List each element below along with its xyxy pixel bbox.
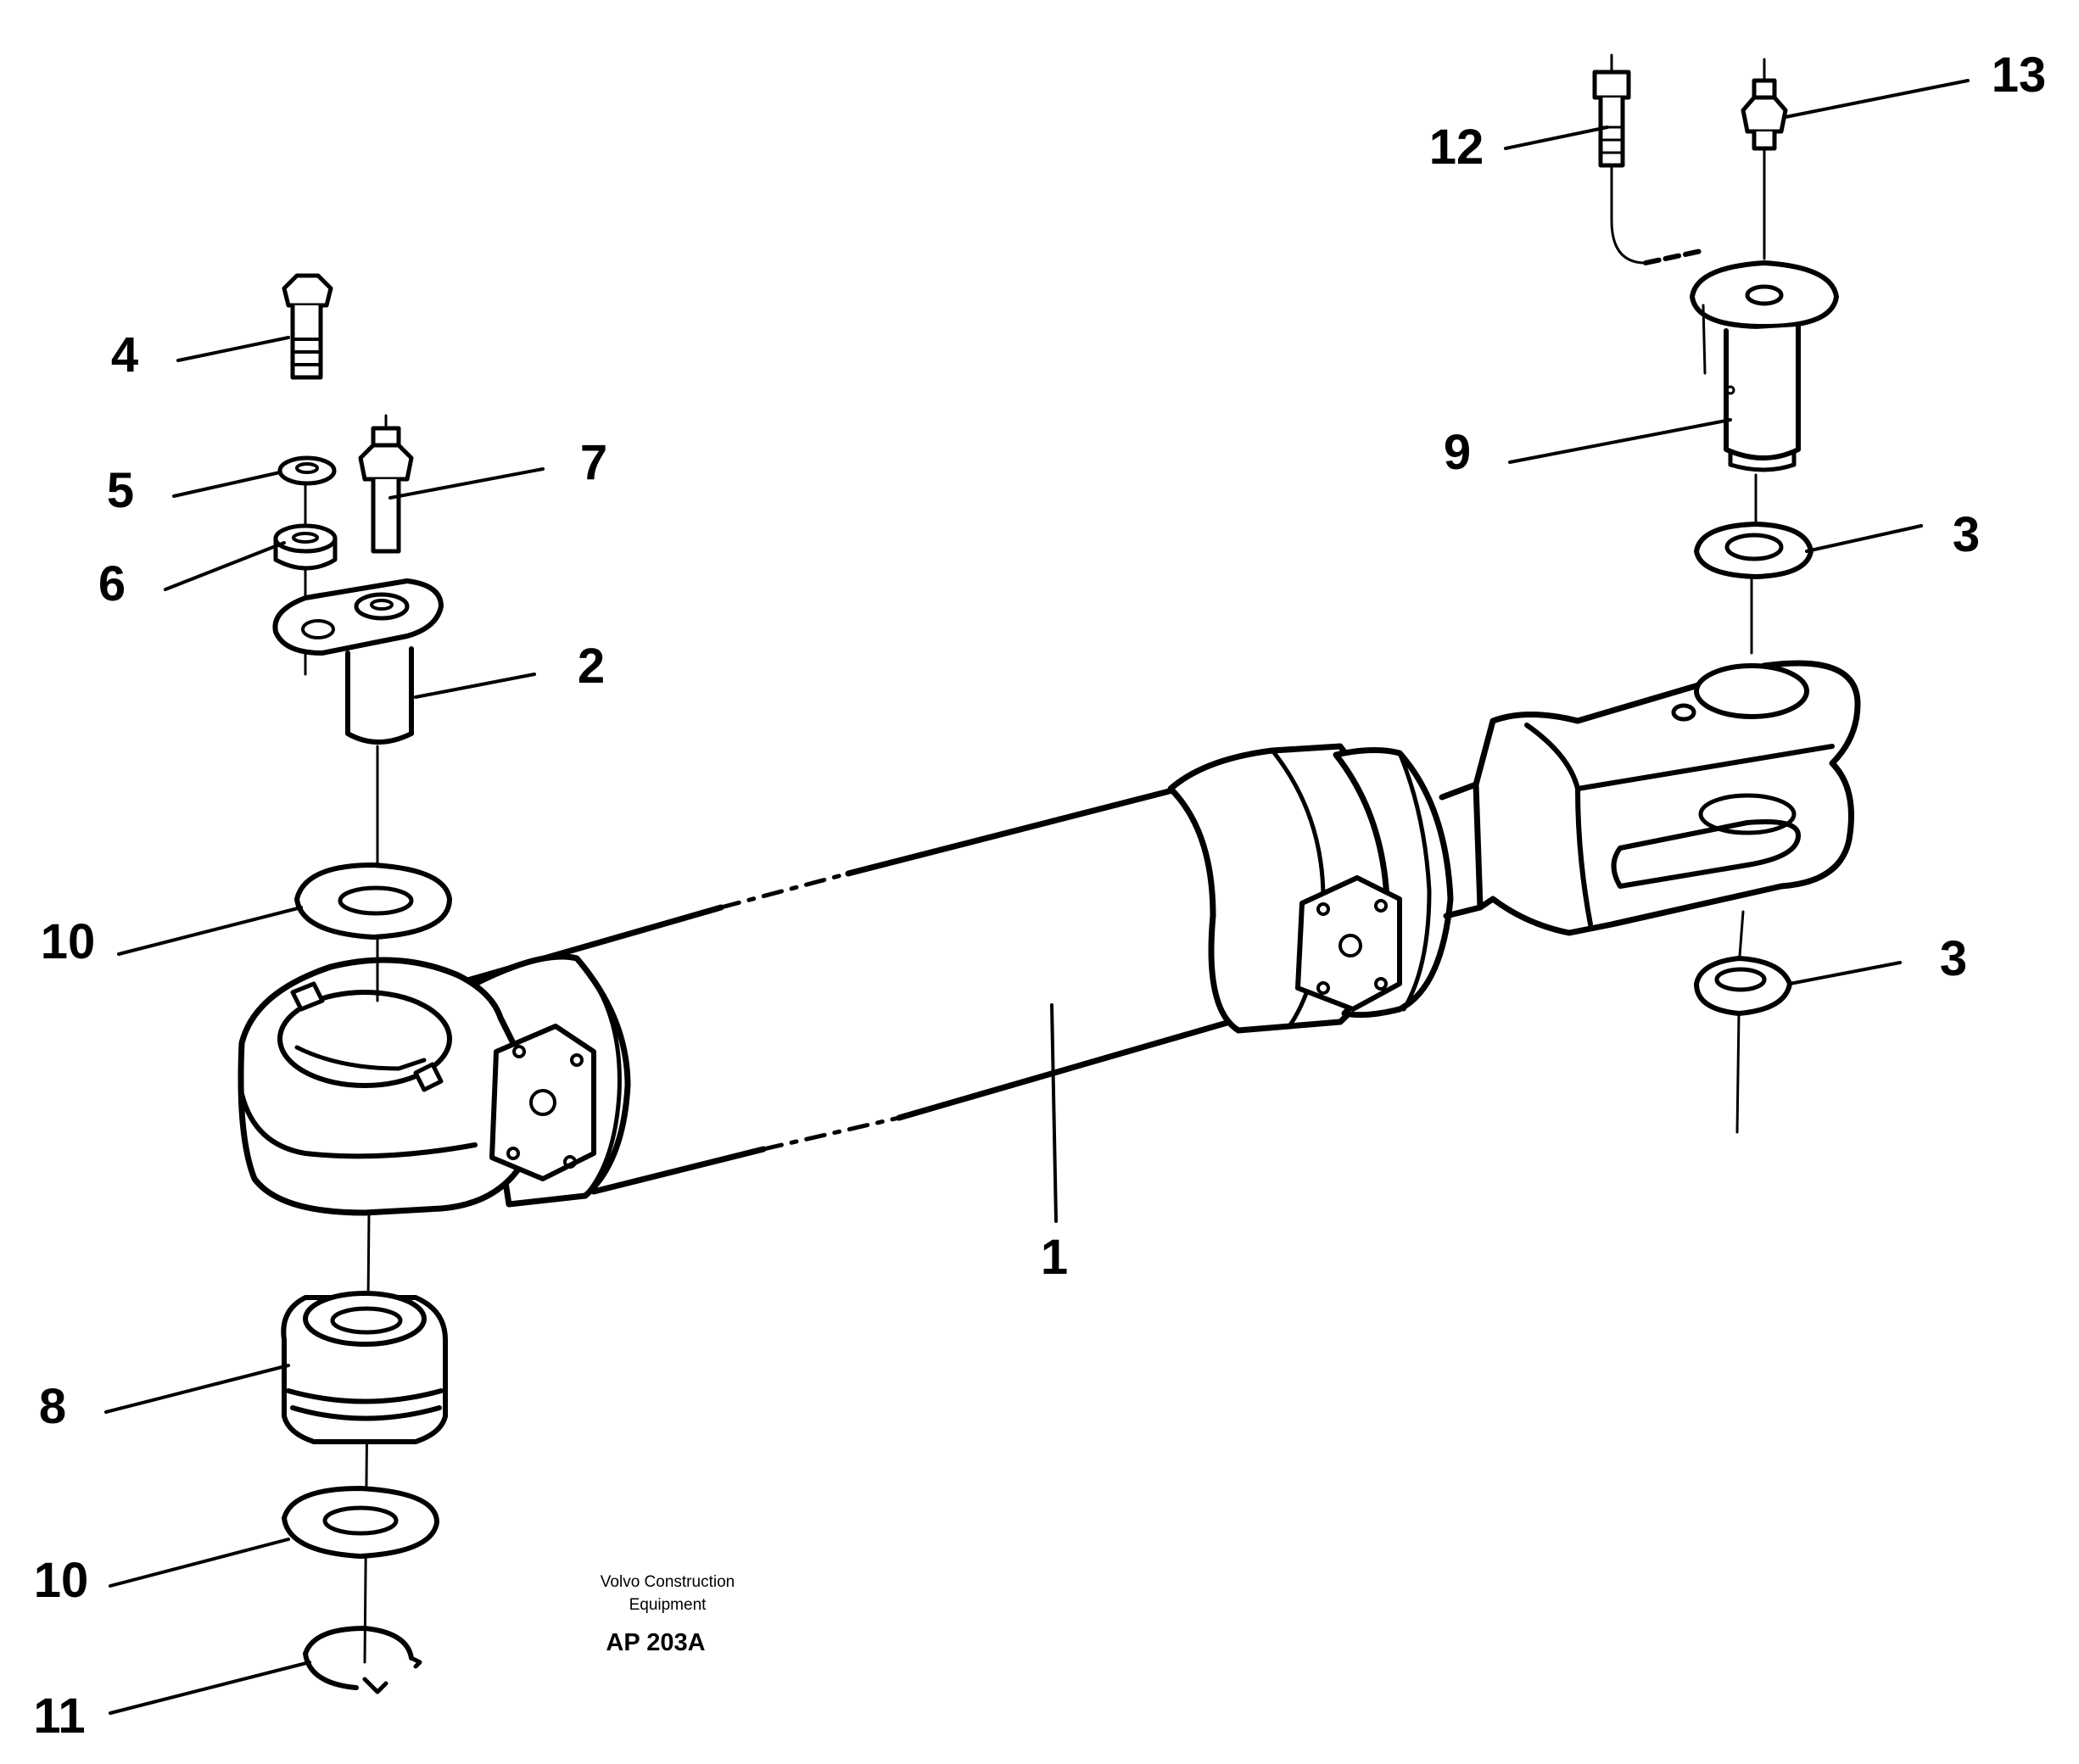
callout-3-upper: 3: [1953, 507, 1980, 562]
callout-13: 13: [1992, 47, 2047, 103]
part-11-circlip: [303, 1626, 422, 1694]
callout-2: 2: [578, 639, 605, 694]
part-3-seal-upper: [1694, 522, 1814, 579]
drawing-credit: Volvo Construction Equipment AP 203A: [601, 1573, 735, 1656]
callout-7: 7: [580, 435, 607, 490]
part-9-pin: [1690, 260, 1839, 472]
credit-line-1: Volvo Construction: [601, 1573, 735, 1591]
callout-10-lower: 10: [34, 1553, 89, 1608]
callout-1: 1: [1041, 1230, 1068, 1285]
callout-11: 11: [33, 1689, 85, 1744]
callout-6: 6: [98, 556, 126, 611]
part-6-spacer: [273, 523, 338, 571]
part-7-grease-nipple: [358, 414, 414, 554]
credit-line-2: Equipment: [629, 1596, 707, 1614]
part-12-bolt: [1592, 53, 1707, 265]
part-5-washer: [277, 455, 337, 486]
part-10-washer-upper: [294, 862, 452, 940]
callout-9: 9: [1444, 425, 1471, 480]
callout-12: 12: [1429, 120, 1484, 175]
part-4-bolt: [282, 273, 333, 380]
part-13-grease-nipple: [1741, 58, 1788, 151]
leader-lines: [104, 79, 1970, 1715]
rod-end-pin-assembly: [1592, 53, 1839, 1134]
part-3-seal-lower: [1694, 956, 1792, 1016]
callout-10-upper: 10: [41, 914, 96, 969]
part-8-bearing: [281, 1291, 448, 1444]
callout-labels: 1 2 3 3 4 5 6 7 8 9 10 10 11 12 13: [33, 47, 2046, 1744]
hydraulic-cylinder: [238, 660, 1861, 1216]
part-2-pin: [272, 578, 444, 745]
callout-4: 4: [111, 327, 138, 382]
callout-5: 5: [107, 463, 134, 518]
drawing-code: AP 203A: [606, 1629, 705, 1656]
callout-8: 8: [39, 1379, 66, 1434]
part-10-washer-lower: [282, 1486, 439, 1559]
front-pin-assembly: [272, 273, 452, 1694]
callout-3-lower: 3: [1940, 931, 1967, 986]
